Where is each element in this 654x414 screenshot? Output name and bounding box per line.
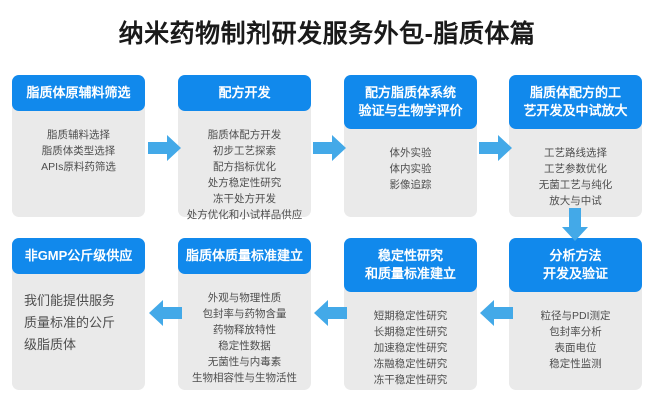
- list-item: 体内实验: [389, 163, 432, 175]
- page-title: 纳米药物制剂研发服务外包-脂质体篇: [118, 20, 536, 48]
- stage-items-8: 我们能提供服务 质量标准的公斤 级脂质体: [12, 282, 145, 362]
- stage-card-6: 稳定性研究 和质量标准建立 短期稳定性研究 长期稳定性研究 加速稳定性研究 冻融…: [344, 238, 477, 390]
- list-item: 工艺参数优化: [544, 163, 607, 175]
- list-item: 包封率与药物含量: [202, 308, 287, 320]
- list-item: 外观与物理性质: [207, 292, 282, 304]
- stage-header-4: 脂质体配方的工 艺开发及中试放大: [509, 75, 642, 129]
- list-item: 质量标准的公斤: [24, 315, 116, 330]
- list-item: 冻干处方开发: [213, 193, 276, 205]
- list-item: 影像追踪: [389, 179, 432, 191]
- list-item: 脂质体类型选择: [41, 145, 116, 157]
- list-item: 初步工艺探索: [213, 145, 276, 157]
- list-item: 短期稳定性研究: [373, 310, 448, 322]
- stage-card-8: 非GMP公斤级供应 我们能提供服务 质量标准的公斤 级脂质体: [12, 238, 145, 390]
- stage-items-3: 体外实验 体内实验 影像追踪: [344, 137, 477, 199]
- list-item: 级脂质体: [24, 337, 77, 352]
- stage-card-7: 脂质体质量标准建立 外观与物理性质 包封率与药物含量 药物释放特性 稳定性数据 …: [178, 238, 311, 390]
- stage-card-4: 脂质体配方的工 艺开发及中试放大 工艺路线选择 工艺参数优化 无菌工艺与纯化 放…: [509, 75, 642, 217]
- stage-items-4: 工艺路线选择 工艺参数优化 无菌工艺与纯化 放大与中试: [509, 137, 642, 215]
- list-item: 加速稳定性研究: [373, 342, 448, 354]
- list-item: 药物释放特性: [213, 324, 276, 336]
- stage-items-6: 短期稳定性研究 长期稳定性研究 加速稳定性研究 冻融稳定性研究 冻干稳定性研究: [344, 300, 477, 394]
- arrow-left-icon: [479, 298, 513, 328]
- list-item: 放大与中试: [549, 195, 602, 207]
- list-item: 处方稳定性研究: [207, 177, 282, 189]
- list-item: 生物相容性与生物活性: [192, 372, 297, 384]
- list-item: APIs原料药筛选: [41, 161, 116, 173]
- stage-items-5: 粒径与PDI测定 包封率分析 表面电位 稳定性监测: [509, 300, 642, 378]
- stage-card-1: 脂质体原辅料筛选 脂质辅料选择 脂质体类型选择 APIs原料药筛选: [12, 75, 145, 217]
- arrow-right-icon: [313, 133, 347, 163]
- list-item: 长期稳定性研究: [373, 326, 448, 338]
- list-item: 我们能提供服务: [24, 293, 116, 308]
- stage-card-2: 配方开发 脂质体配方开发 初步工艺探索 配方指标优化 处方稳定性研究 冻干处方开…: [178, 75, 311, 221]
- stage-header-8: 非GMP公斤级供应: [12, 238, 145, 274]
- stage-card-3: 配方脂质体系统 验证与生物学评价 体外实验 体内实验 影像追踪: [344, 75, 477, 217]
- list-item: 脂质体配方开发: [207, 129, 282, 141]
- list-item: 工艺路线选择: [544, 147, 607, 159]
- list-item: 包封率分析: [549, 326, 602, 338]
- stage-items-7: 外观与物理性质 包封率与药物含量 药物释放特性 稳定性数据 无菌性与内毒素 生物…: [178, 282, 311, 392]
- list-item: 稳定性数据: [218, 340, 271, 352]
- list-item: 无菌性与内毒素: [207, 356, 282, 368]
- list-item: 冻融稳定性研究: [373, 358, 448, 370]
- arrow-right-icon: [148, 133, 182, 163]
- stage-header-2: 配方开发: [178, 75, 311, 111]
- list-item: 粒径与PDI测定: [540, 310, 611, 322]
- arrow-left-icon: [313, 298, 347, 328]
- list-item: 稳定性监测: [549, 358, 602, 370]
- stage-items-2: 脂质体配方开发 初步工艺探索 配方指标优化 处方稳定性研究 冻干处方开发 处方优…: [178, 119, 311, 229]
- stage-header-3: 配方脂质体系统 验证与生物学评价: [344, 75, 477, 129]
- list-item: 配方指标优化: [213, 161, 276, 173]
- arrow-down-icon: [560, 208, 590, 242]
- list-item: 冻干稳定性研究: [373, 374, 448, 386]
- process-flow-diagram: 脂质体原辅料筛选 脂质辅料选择 脂质体类型选择 APIs原料药筛选 配方开发 脂…: [0, 70, 654, 400]
- list-item: 脂质辅料选择: [47, 129, 110, 141]
- list-item: 无菌工艺与纯化: [538, 179, 613, 191]
- list-item: 体外实验: [389, 147, 432, 159]
- list-item: 表面电位: [554, 342, 597, 354]
- stage-header-5: 分析方法 开发及验证: [509, 238, 642, 292]
- stage-items-1: 脂质辅料选择 脂质体类型选择 APIs原料药筛选: [12, 119, 145, 181]
- arrow-left-icon: [148, 298, 182, 328]
- stage-card-5: 分析方法 开发及验证 粒径与PDI测定 包封率分析 表面电位 稳定性监测: [509, 238, 642, 390]
- list-item: 处方优化和小试样品供应: [186, 209, 303, 221]
- stage-header-6: 稳定性研究 和质量标准建立: [344, 238, 477, 292]
- stage-header-7: 脂质体质量标准建立: [178, 238, 311, 274]
- stage-header-1: 脂质体原辅料筛选: [12, 75, 145, 111]
- arrow-right-icon: [479, 133, 513, 163]
